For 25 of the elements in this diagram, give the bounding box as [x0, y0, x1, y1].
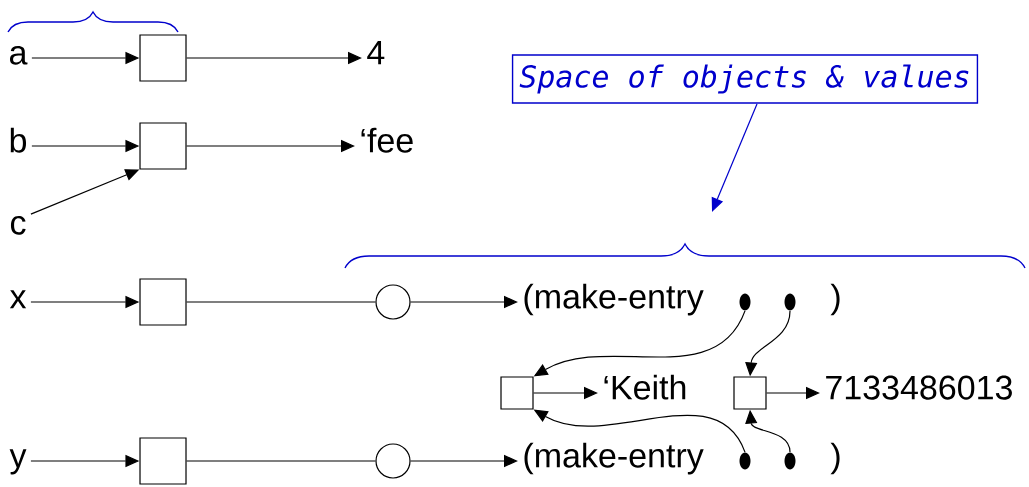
box — [139, 34, 187, 82]
value-text: ‘Keith — [604, 374, 686, 400]
value-text: (make-entry — [524, 442, 704, 475]
callout-box: Space of objects & values — [511, 54, 979, 104]
variable-name: b — [10, 127, 27, 153]
variable-name: c — [10, 216, 26, 235]
paren: ) — [830, 283, 840, 316]
box — [139, 122, 187, 170]
paren: ) — [830, 442, 840, 475]
variable-name: a — [10, 46, 28, 65]
box — [500, 376, 534, 410]
box — [733, 376, 767, 410]
circle — [375, 284, 411, 320]
box — [139, 278, 187, 326]
box — [139, 437, 187, 485]
circle — [375, 443, 411, 479]
line — [186, 301, 376, 303]
value-text: 7133486013 — [826, 375, 1012, 400]
line — [186, 460, 376, 462]
value-text: (make-entry — [524, 283, 704, 316]
variable-name: y — [9, 449, 27, 475]
variable-name: x — [9, 290, 27, 309]
value-text: 4 — [367, 40, 385, 65]
value-text: ‘fee — [361, 127, 413, 153]
arrow — [711, 103, 758, 212]
